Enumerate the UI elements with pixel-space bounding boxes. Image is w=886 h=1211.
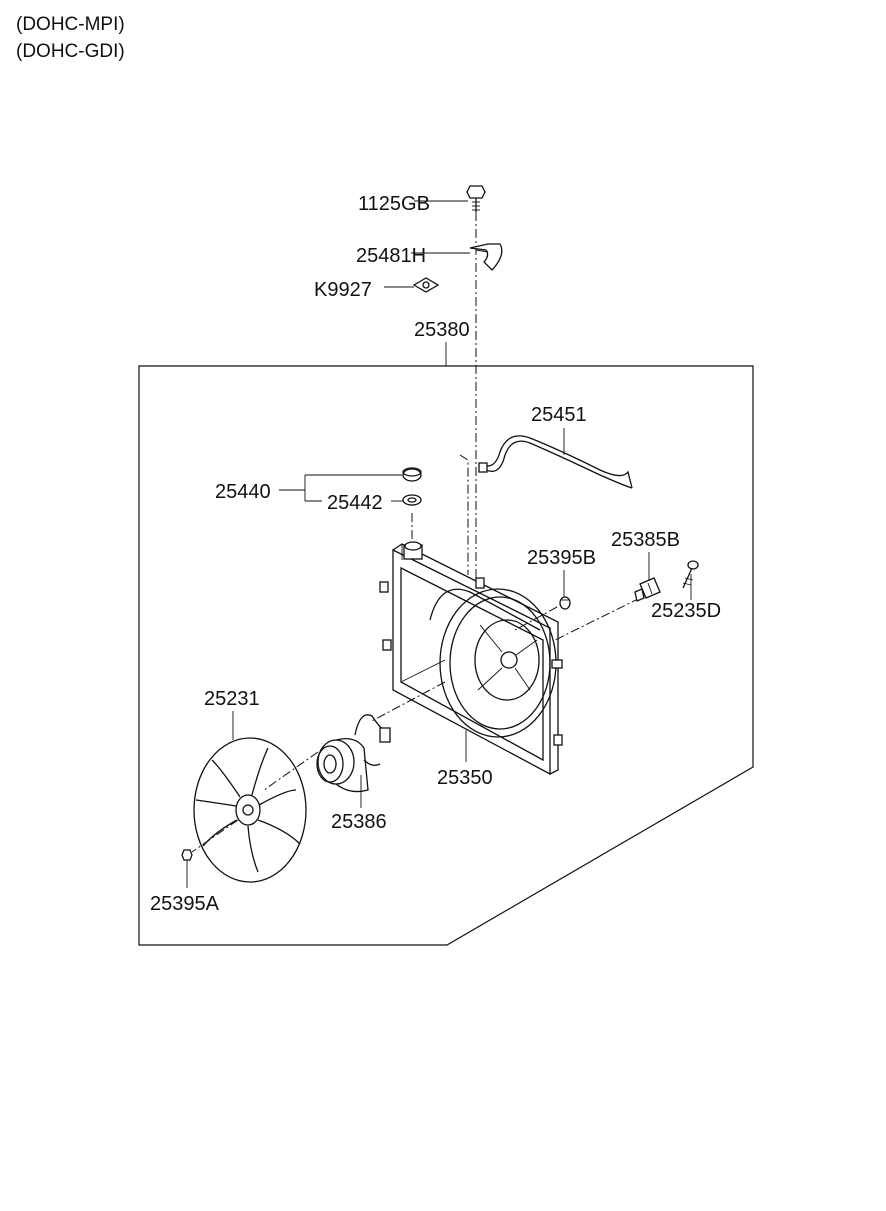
leader-lines (186, 200, 692, 888)
label-25235D[interactable]: 25235D (651, 600, 721, 622)
label-25395B[interactable]: 25395B (527, 547, 596, 569)
label-25385B[interactable]: 25385B (611, 529, 680, 551)
bracket-25481H (469, 243, 503, 271)
label-25386[interactable]: 25386 (331, 811, 387, 833)
shroud-25350 (379, 541, 563, 776)
grommet-25395B (559, 596, 571, 610)
clip-nut-K9927 (412, 277, 440, 293)
engine-note-gdi: (DOHC-GDI) (16, 41, 125, 62)
gasket-25442 (402, 494, 422, 506)
engine-note-mpi: (DOHC-MPI) (16, 14, 125, 35)
screw-25235D (682, 560, 699, 589)
label-25451[interactable]: 25451 (531, 404, 587, 426)
motor-25386 (316, 714, 391, 793)
resistor-25385B (634, 577, 661, 602)
assembly-dash-lines (191, 212, 641, 853)
label-25481H[interactable]: 25481H (356, 245, 426, 267)
label-25231[interactable]: 25231 (204, 688, 260, 710)
label-K9927[interactable]: K9927 (314, 279, 372, 301)
fan-25231 (193, 737, 307, 883)
label-25380[interactable]: 25380 (414, 319, 470, 341)
bolt-25395A (181, 849, 193, 861)
assembly-boundary (138, 365, 754, 946)
label-25442[interactable]: 25442 (327, 492, 383, 514)
hose-25451 (478, 435, 633, 489)
label-25395A[interactable]: 25395A (150, 893, 220, 915)
label-25350[interactable]: 25350 (437, 767, 493, 789)
label-25440[interactable]: 25440 (215, 481, 271, 503)
bolt-1125GB (466, 185, 486, 212)
cap-25440 (402, 467, 422, 482)
label-1125GB[interactable]: 1125GB (358, 193, 430, 215)
